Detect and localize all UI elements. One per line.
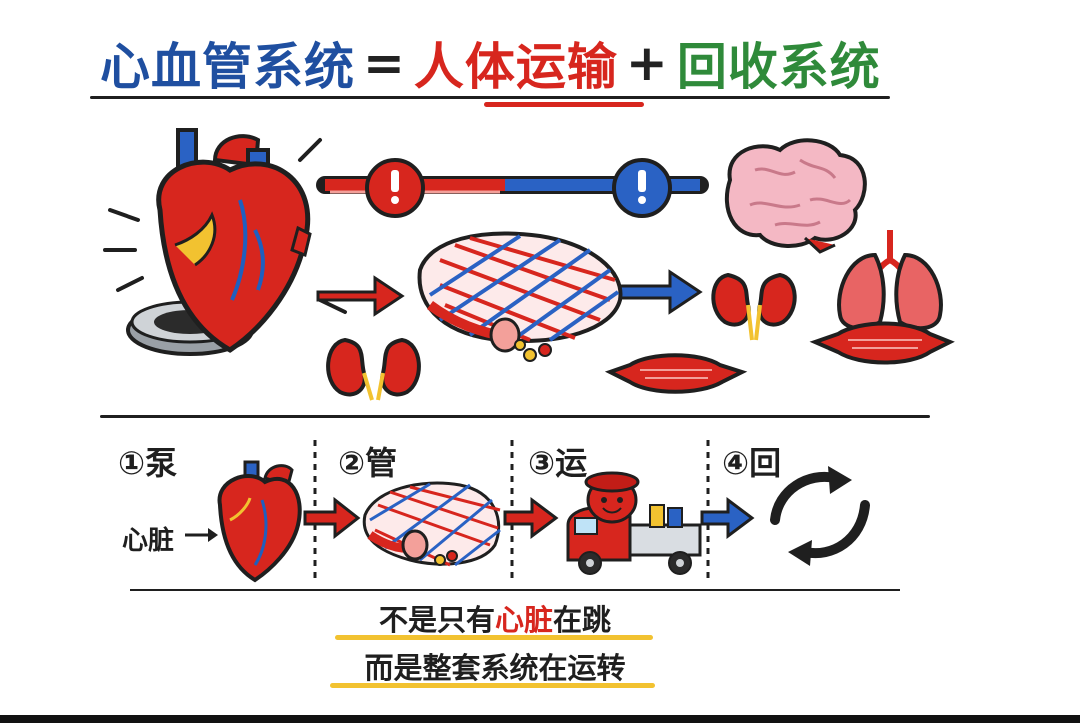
step-arrow-red [303, 496, 361, 540]
heart-icon [103, 128, 347, 353]
title-part-recycle: 回收系统 [676, 38, 881, 96]
step-4-label: ④回 [722, 444, 782, 482]
title-red-underline [484, 102, 644, 107]
page-title: 心血管系统 = 人体运输 + 回收系统 [100, 28, 881, 98]
cycle-arrowhead-icon [828, 466, 852, 494]
alert-icon [365, 158, 425, 218]
vessel-net-icon [362, 481, 501, 567]
step-3-label: ③运 [528, 444, 588, 482]
kidneys-icon [711, 272, 797, 341]
title-plus: + [625, 34, 669, 92]
cycle-arrowhead-icon [788, 540, 812, 566]
title-equals: = [363, 34, 406, 92]
kidneys-icon [326, 337, 421, 401]
muscle-icon [809, 321, 955, 365]
bottom-bar [0, 715, 1080, 723]
caption-highlight-heart: 心脏 [494, 603, 553, 637]
heart-label: 心脏 [122, 526, 175, 556]
caption-underline-2 [330, 683, 655, 688]
caption-line-1: 不是只有心脏在跳 [330, 597, 660, 639]
title-part-transport: 人体运输 [413, 38, 618, 96]
delivery-truck-icon [566, 471, 702, 575]
flow-arrow-blue [618, 269, 703, 315]
flow-arrow-red [316, 275, 405, 317]
heart-icon [217, 460, 302, 583]
caption-line-1-start: 不是只有 [378, 603, 495, 637]
step-arrow-red [503, 497, 559, 539]
caption-line-1-end: 在跳 [553, 603, 612, 637]
caption-line-2: 而是整套系统在运转 [364, 651, 626, 685]
step-1-label: ①泵 [118, 444, 178, 482]
step-arrow-blue [700, 497, 755, 539]
capillary-net-icon [417, 231, 623, 362]
cycle-arrows-icon [770, 471, 870, 559]
step-2-label: ②管 [338, 444, 398, 482]
muscle-icon [604, 353, 748, 394]
lungs-icon [837, 230, 943, 331]
title-part-cardiovascular: 心血管系统 [100, 38, 355, 96]
circulation-illustration [103, 128, 955, 401]
caption-underline-1 [335, 635, 653, 640]
brain-icon [724, 138, 867, 254]
section-divider [100, 415, 930, 418]
title-rule [90, 96, 890, 99]
alert-icon [612, 158, 672, 218]
